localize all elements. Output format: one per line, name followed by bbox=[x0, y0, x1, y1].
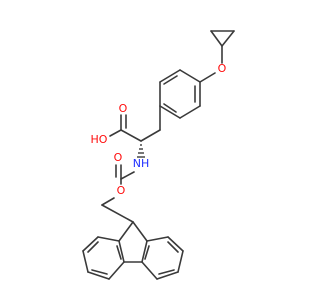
atom-label-carbamate-carbonyl-oxygen: O bbox=[114, 151, 123, 164]
bond bbox=[118, 221, 134, 242]
stereo-hash-bond bbox=[137, 144, 145, 158]
bond bbox=[91, 269, 108, 275]
bond bbox=[179, 105, 201, 119]
structure-canvas: O O HO NH O O bbox=[82, 30, 235, 280]
bond bbox=[120, 129, 142, 142]
bond bbox=[141, 240, 148, 263]
bond bbox=[120, 171, 135, 180]
bond bbox=[146, 236, 169, 242]
molecule-structure: O O HO NH O O bbox=[82, 30, 235, 280]
bonds bbox=[82, 30, 235, 280]
bond bbox=[156, 271, 179, 280]
bond bbox=[108, 261, 125, 280]
bond bbox=[163, 103, 177, 113]
bond bbox=[116, 245, 122, 260]
bond bbox=[159, 69, 181, 83]
atom-label-amide-nitrogen: NH bbox=[133, 157, 150, 170]
bond bbox=[199, 72, 216, 83]
bond bbox=[158, 269, 175, 275]
bond bbox=[101, 204, 134, 223]
bond bbox=[82, 236, 99, 252]
bond bbox=[177, 250, 184, 273]
atom-label-ester-oxygen: O bbox=[117, 184, 126, 197]
bond bbox=[159, 105, 181, 119]
atom-label-acid-carbonyl-oxygen: O bbox=[119, 102, 128, 115]
bond bbox=[87, 241, 99, 253]
bond bbox=[221, 30, 235, 47]
atom-label-hydroxyl: HO bbox=[91, 133, 108, 146]
bond bbox=[132, 221, 148, 242]
bond bbox=[97, 236, 120, 242]
bond bbox=[101, 197, 115, 206]
bond bbox=[163, 75, 178, 85]
bond bbox=[118, 240, 125, 263]
bond bbox=[144, 245, 150, 260]
bond bbox=[167, 236, 184, 252]
bond bbox=[141, 261, 158, 280]
bond bbox=[87, 271, 110, 280]
bond bbox=[82, 250, 89, 273]
bond bbox=[167, 241, 179, 253]
bond bbox=[109, 129, 122, 137]
atom-label-ether-oxygen: O bbox=[218, 62, 227, 75]
bond bbox=[179, 69, 201, 83]
bond bbox=[210, 30, 223, 47]
bond bbox=[140, 129, 161, 142]
